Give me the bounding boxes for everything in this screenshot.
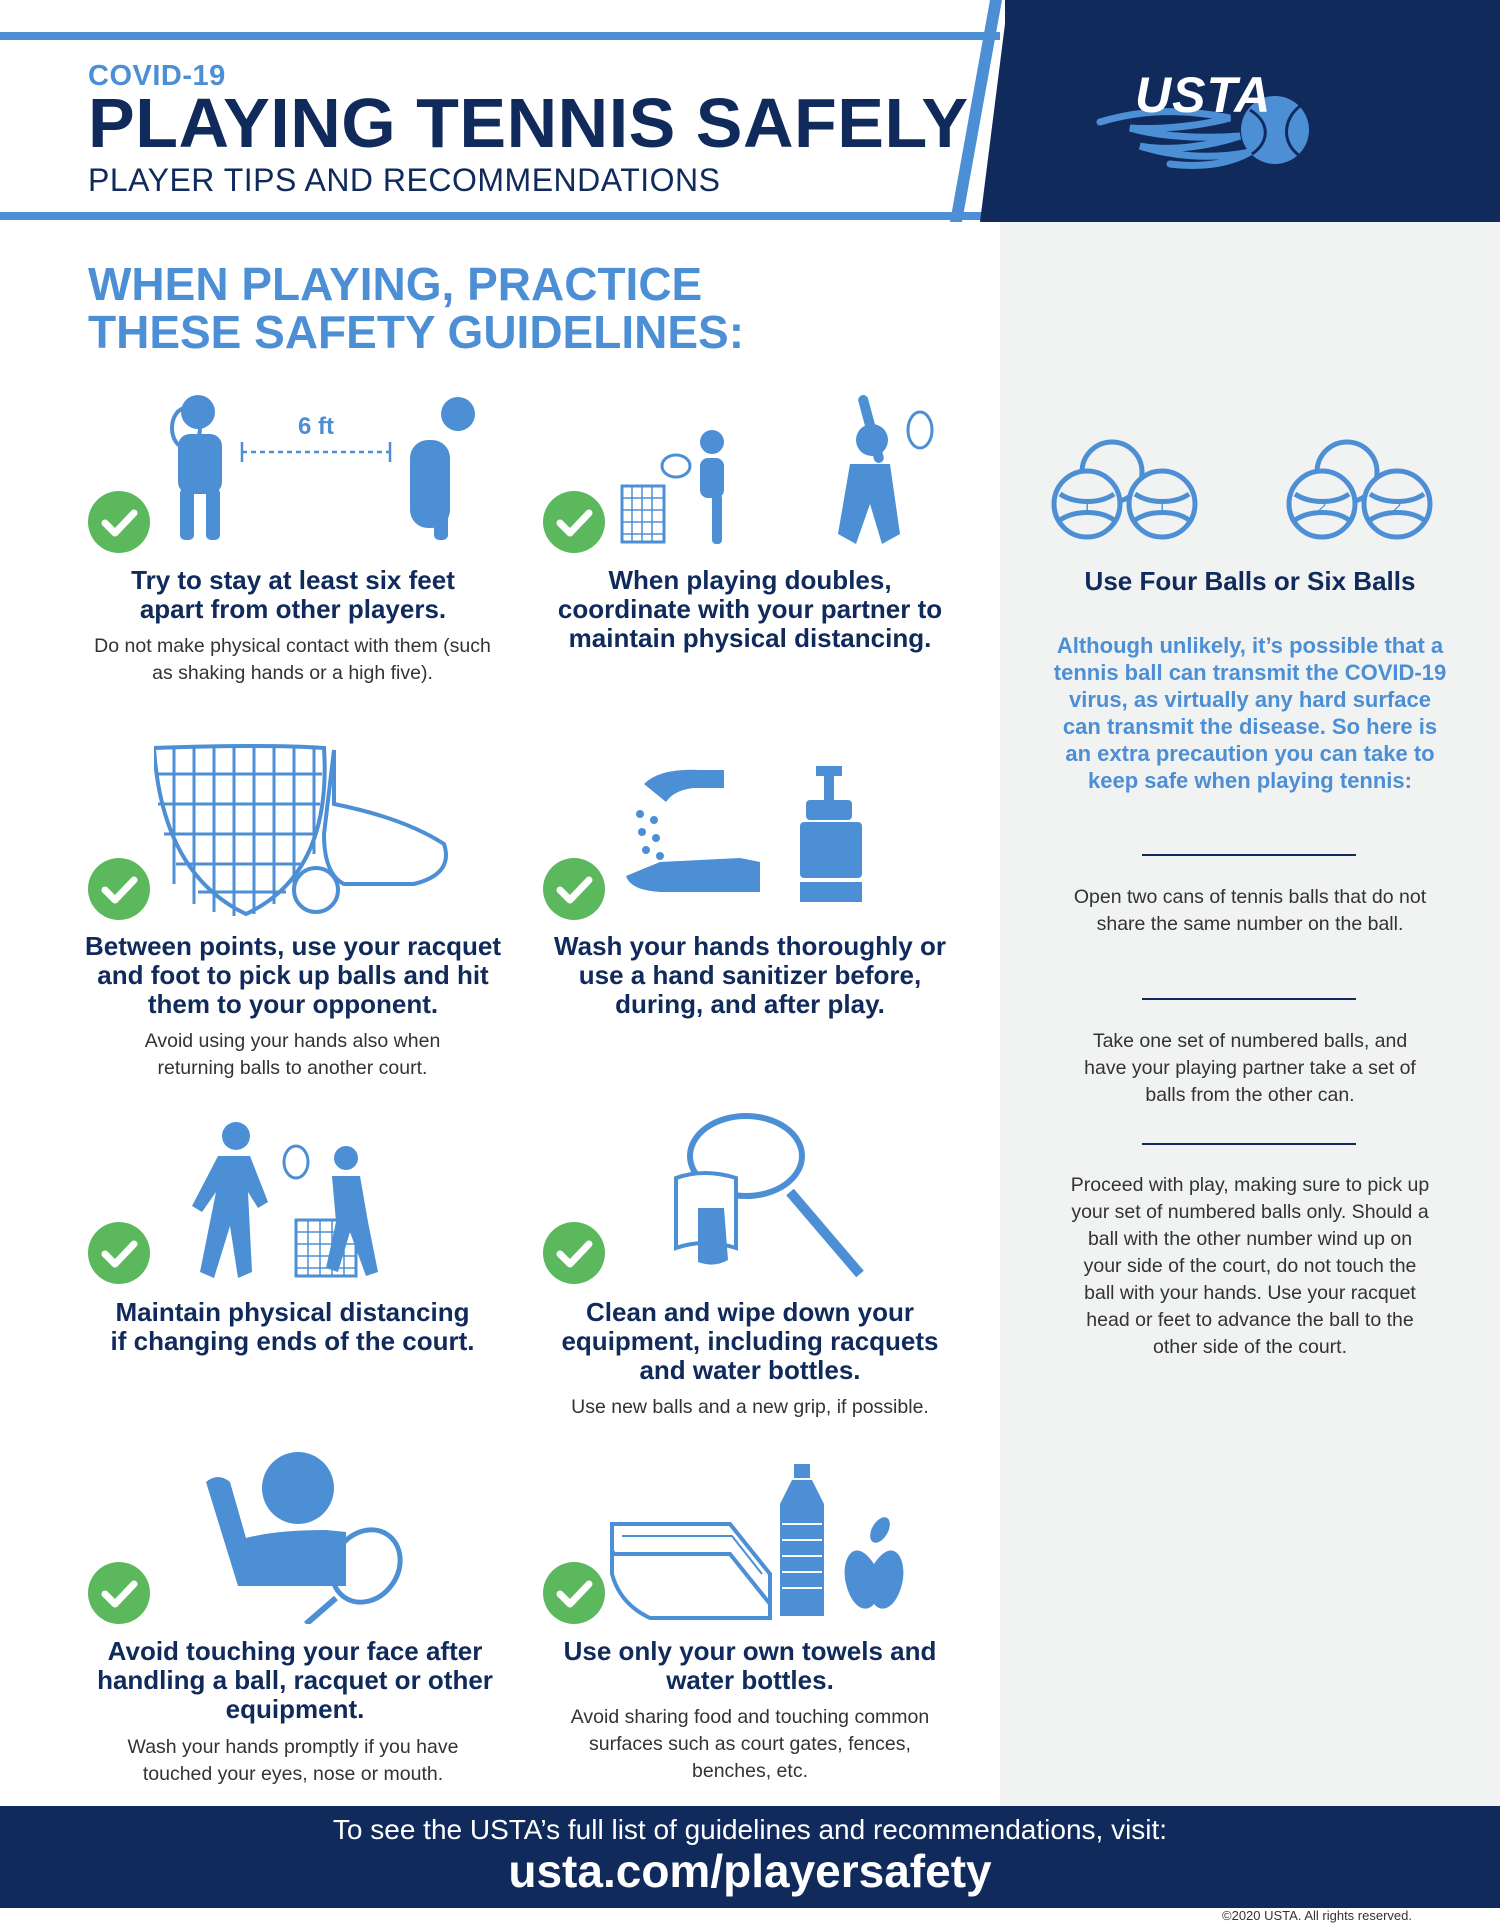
- copyright-text: ©2020 USTA. All rights reserved.: [1222, 1908, 1412, 1923]
- face-touch-icon: [206, 1452, 403, 1624]
- footer-url-link[interactable]: usta.com/playersafety: [508, 1845, 992, 1897]
- guideline-6-desc: Use new balls and a new grip, if possibl…: [571, 1396, 929, 1418]
- guideline-8-desc: Avoid sharing food and touching common s…: [570, 1706, 930, 1782]
- logo-wordmark: USTA: [1135, 67, 1272, 123]
- check-icon: [88, 491, 150, 553]
- flame-ball-icon: [1096, 96, 1309, 169]
- guideline-1-title: Try to stay at least six feet apart from…: [131, 565, 455, 624]
- guideline-3-title: Between points, use your racquet and foo…: [84, 931, 502, 1019]
- guideline-2-title: When playing doubles, coordinate with yo…: [557, 565, 943, 653]
- sidebar-intro: Although unlikely, it’s possible that a …: [1053, 633, 1447, 793]
- page-title: PLAYING TENNIS SAFELY: [88, 84, 969, 162]
- check-icon: [543, 1562, 605, 1624]
- doubles-icon: [620, 395, 934, 544]
- wipe-equipment-icon: [674, 1113, 864, 1278]
- sidebar-step-3: Proceed with play, making sure to pick u…: [1070, 1174, 1430, 1358]
- towel-bottle-icon: [610, 1464, 904, 1620]
- tennis-balls-icon: 1 1 2 2: [1051, 439, 1433, 540]
- distance-icon: 6 ft: [170, 395, 475, 540]
- footer-text: To see the USTA’s full list of guideline…: [332, 1814, 1168, 1845]
- ball-number-2b: 2: [1393, 499, 1402, 516]
- footer-banner: [0, 1806, 1500, 1908]
- sidebar-step-2: Take one set of numbered balls, and have…: [1084, 1030, 1416, 1106]
- guideline-3-desc: Avoid using your hands also when returni…: [144, 1030, 441, 1079]
- guideline-8-title: Use only your own towels and water bottl…: [563, 1636, 937, 1695]
- page-header: COVID-19 PLAYING TENNIS SAFELY PLAYER TI…: [0, 0, 1500, 222]
- section-heading: WHEN PLAYING, PRACTICE THESE SAFETY GUID…: [88, 260, 938, 356]
- changing-ends-icon: [192, 1122, 378, 1278]
- covid-kicker: COVID-19: [88, 60, 226, 92]
- header-rule-bottom: [0, 212, 1000, 220]
- guideline-5-title: Maintain physical distancing if changing…: [110, 1297, 475, 1356]
- guideline-4-title: Wash your hands thoroughly or use a hand…: [554, 931, 946, 1019]
- usta-logo[interactable]: USTA: [1090, 60, 1330, 180]
- sidebar-divider: [1142, 998, 1356, 1000]
- ball-number-2a: 2: [1318, 499, 1327, 516]
- check-icon: [88, 1562, 150, 1624]
- hand-wash-icon: [626, 766, 862, 902]
- guideline-6-title: Clean and wipe down your equipment, incl…: [561, 1297, 939, 1385]
- racquet-foot-icon: [154, 744, 448, 917]
- guideline-1-desc: Do not make physical contact with them (…: [94, 635, 491, 684]
- ball-number-1b: 1: [1158, 499, 1167, 516]
- page-subtitle: PLAYER TIPS AND RECOMMENDATIONS: [88, 162, 721, 198]
- header-rule-top: [0, 32, 1000, 40]
- ball-number-1a: 1: [1083, 499, 1092, 516]
- sidebar-step-1: Open two cans of tennis balls that do no…: [1073, 886, 1427, 935]
- check-icon: [88, 858, 150, 920]
- guideline-7-title: Avoid touching your face after handling …: [97, 1636, 493, 1724]
- sidebar-divider: [1142, 854, 1356, 856]
- check-icon: [543, 858, 605, 920]
- check-icon: [543, 491, 605, 553]
- check-icon: [543, 1222, 605, 1284]
- guideline-7-desc: Wash your hands promptly if you have tou…: [127, 1736, 459, 1785]
- section-heading-line1: WHEN PLAYING, PRACTICE: [88, 258, 703, 310]
- sidebar-divider: [1142, 1143, 1356, 1145]
- distance-label: 6 ft: [298, 413, 334, 440]
- section-heading-line2: THESE SAFETY GUIDELINES:: [88, 306, 745, 358]
- sidebar-title: Use Four Balls or Six Balls: [1084, 566, 1416, 596]
- check-icon: [88, 1222, 150, 1284]
